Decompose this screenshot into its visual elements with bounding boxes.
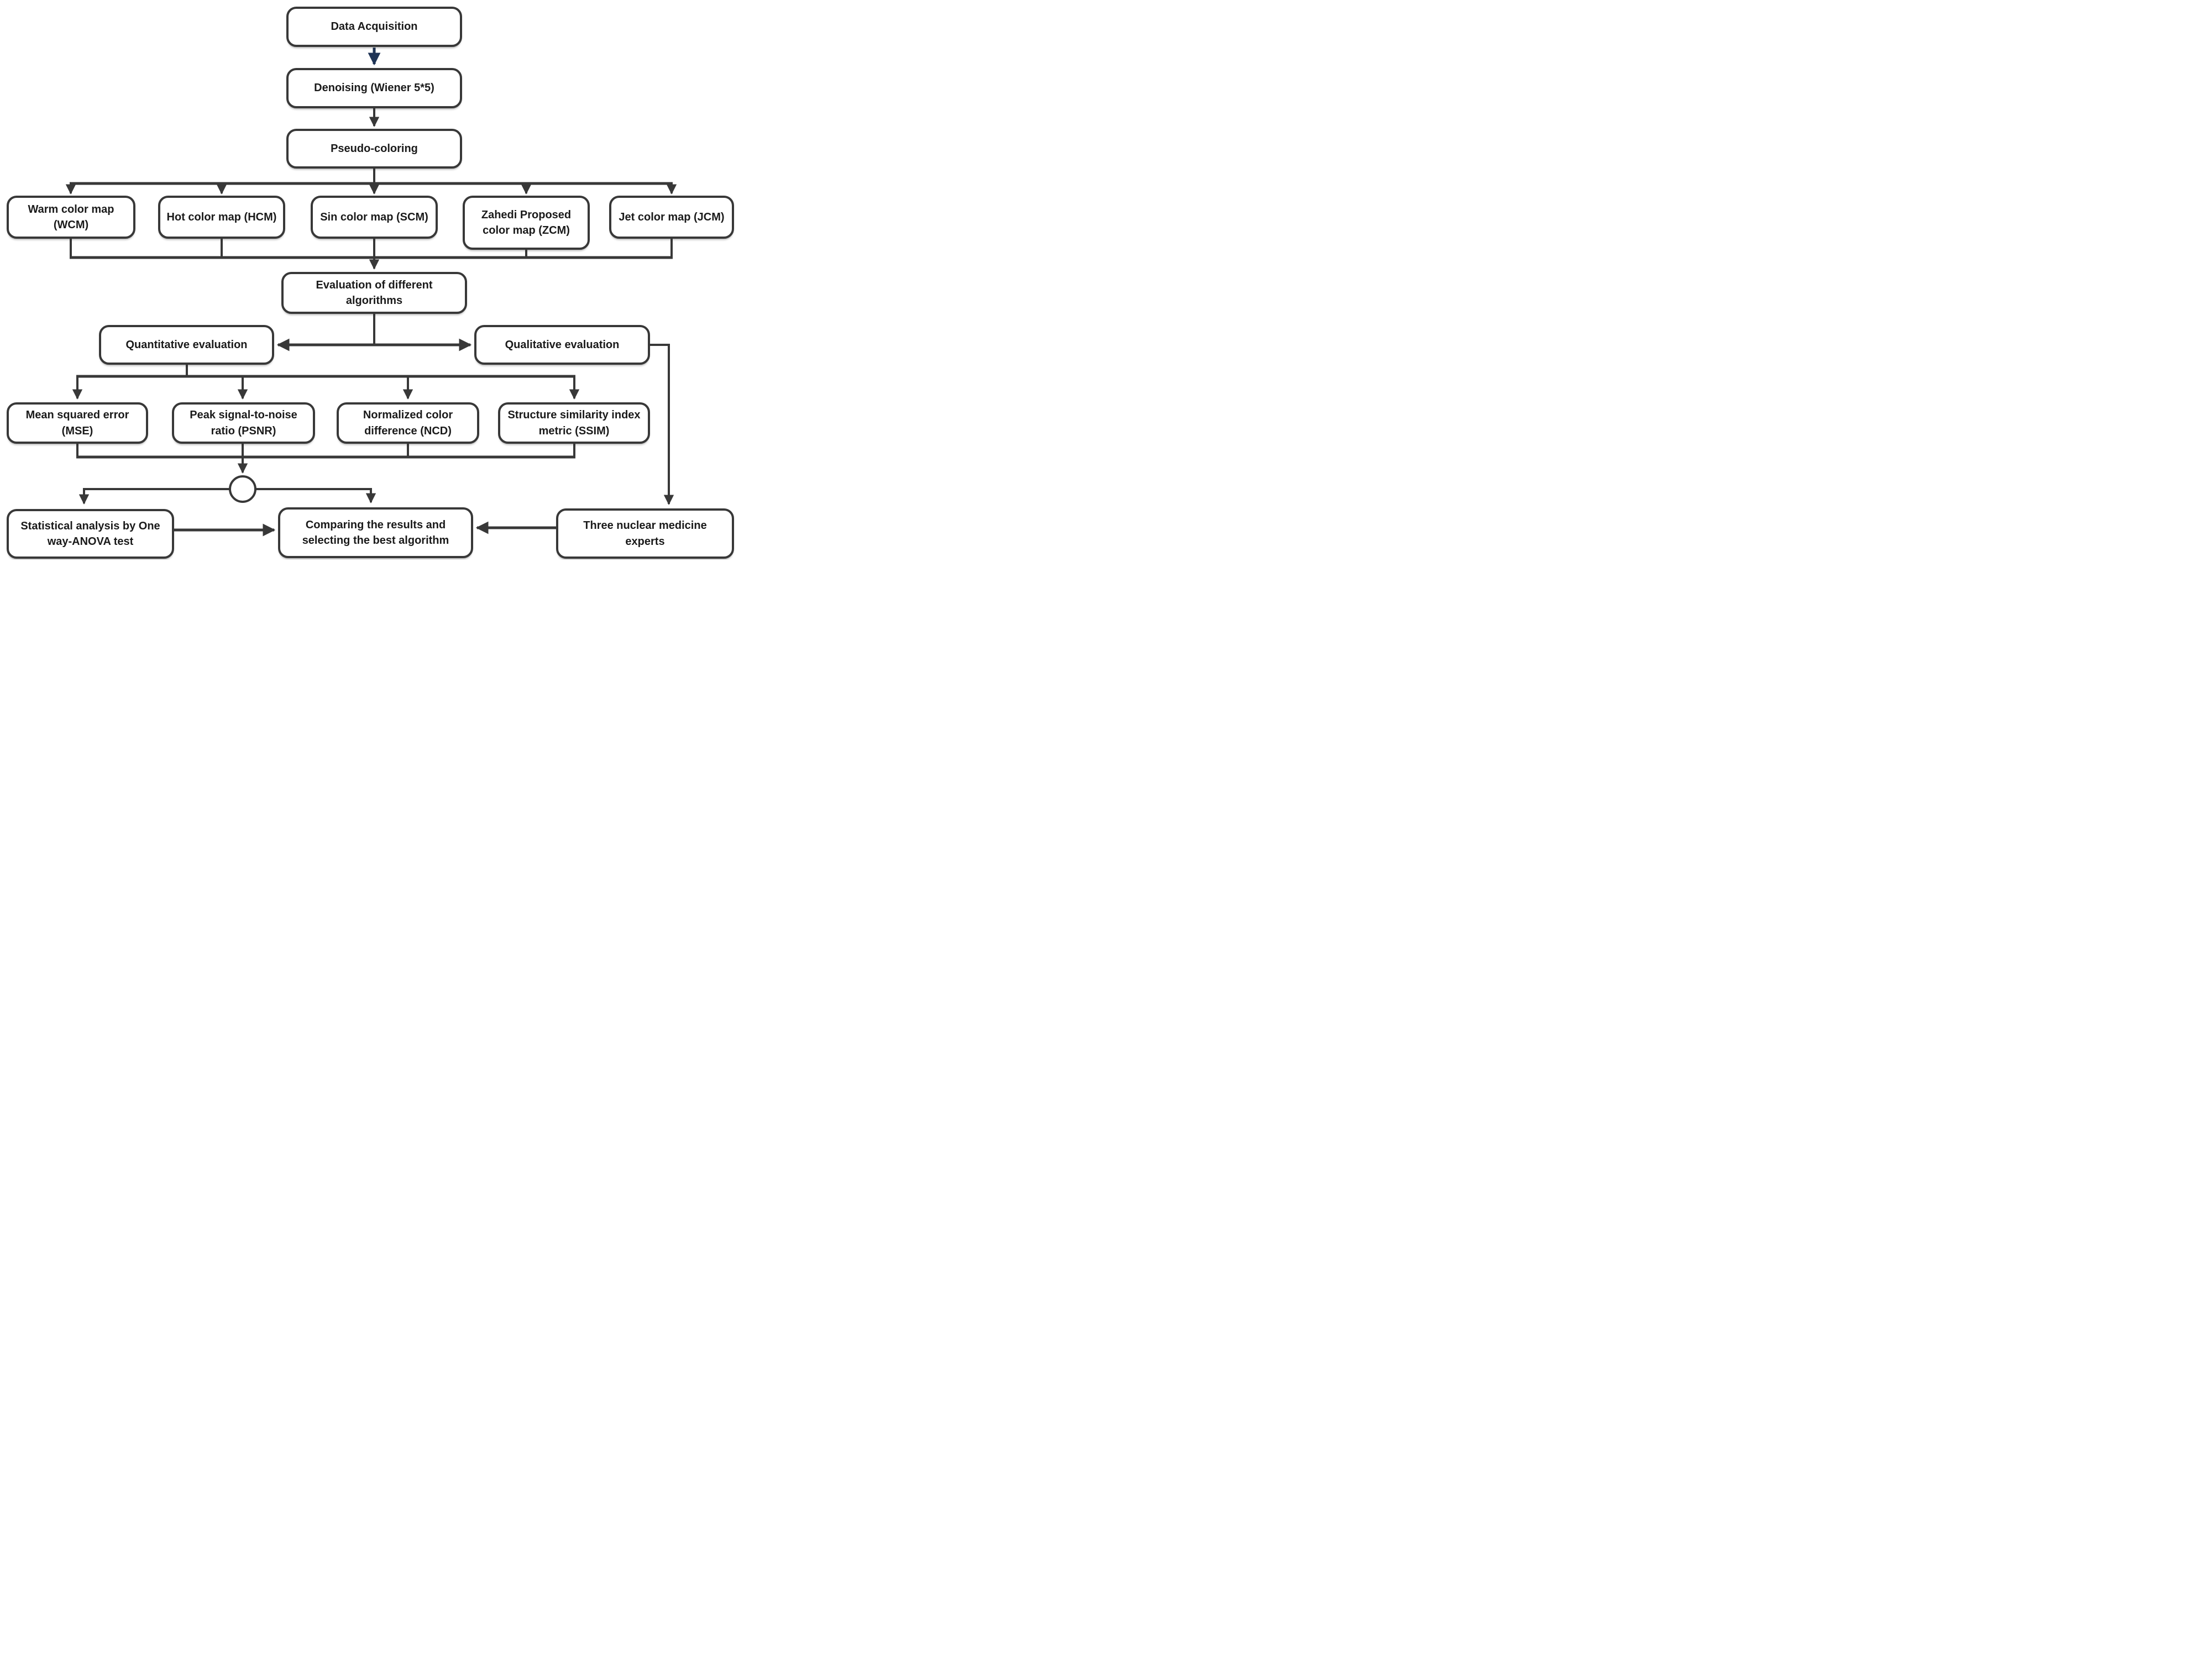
node-denoising: Denoising (Wiener 5*5) (286, 68, 462, 108)
edge-junction-comparing (255, 488, 376, 503)
node-label: Peak signal-to-noise ratio (PSNR) (190, 409, 297, 437)
node-label: Pseudo-coloring (331, 142, 418, 155)
node-data-acquisition: Data Acquisition (286, 7, 462, 47)
connector-layer (65, 48, 677, 537)
node-hot-color-map: Hot color map (HCM) (158, 196, 285, 239)
node-label: Quantitative evaluation (125, 338, 248, 351)
node-ncd: Normalized color difference (NCD) (337, 402, 479, 444)
junction-circle (229, 475, 256, 503)
node-label: Warm color map (WCM) (28, 203, 114, 231)
node-quantitative-evaluation: Quantitative evaluation (99, 325, 274, 365)
node-label: Comparing the results and selecting the … (302, 518, 449, 547)
node-label: Qualitative evaluation (505, 338, 620, 351)
node-psnr: Peak signal-to-noise ratio (PSNR) (172, 402, 315, 444)
node-mse: Mean squared error (MSE) (7, 402, 148, 444)
node-sin-color-map: Sin color map (SCM) (311, 196, 438, 239)
node-label: Normalized color difference (NCD) (363, 409, 453, 437)
node-label: Zahedi Proposed color map (ZCM) (481, 208, 572, 237)
node-label: Denoising (Wiener 5*5) (314, 82, 434, 95)
node-label: Statistical analysis by One way-ANOVA te… (20, 519, 160, 548)
node-jet-color-map: Jet color map (JCM) (609, 196, 734, 239)
node-evaluation: Evaluation of different algorithms (281, 272, 467, 314)
node-qualitative-evaluation: Qualitative evaluation (474, 325, 650, 365)
edge-qualitative-experts (650, 344, 674, 505)
node-label: Evaluation of different algorithms (316, 279, 433, 307)
node-label: Sin color map (SCM) (320, 211, 428, 223)
node-label: Hot color map (HCM) (166, 211, 277, 223)
node-label: Data Acquisition (331, 20, 418, 33)
edge-junction-statistical (78, 488, 230, 505)
node-pseudo-coloring: Pseudo-coloring (286, 129, 462, 169)
node-label: Structure similarity index metric (SSIM) (507, 409, 641, 437)
node-zahedi-color-map: Zahedi Proposed color map (ZCM) (463, 196, 590, 250)
node-label: Three nuclear medicine experts (583, 519, 707, 548)
node-label: Jet color map (JCM) (619, 211, 725, 223)
node-label: Mean squared error (MSE) (25, 409, 129, 437)
flowchart-canvas: Data Acquisition Denoising (Wiener 5*5) … (0, 0, 737, 560)
node-statistical-analysis: Statistical analysis by One way-ANOVA te… (7, 509, 174, 559)
node-ssim: Structure similarity index metric (SSIM) (498, 402, 650, 444)
node-nuclear-experts: Three nuclear medicine experts (556, 508, 734, 559)
node-warm-color-map: Warm color map (WCM) (7, 196, 135, 239)
node-comparing-results: Comparing the results and selecting the … (278, 507, 473, 558)
